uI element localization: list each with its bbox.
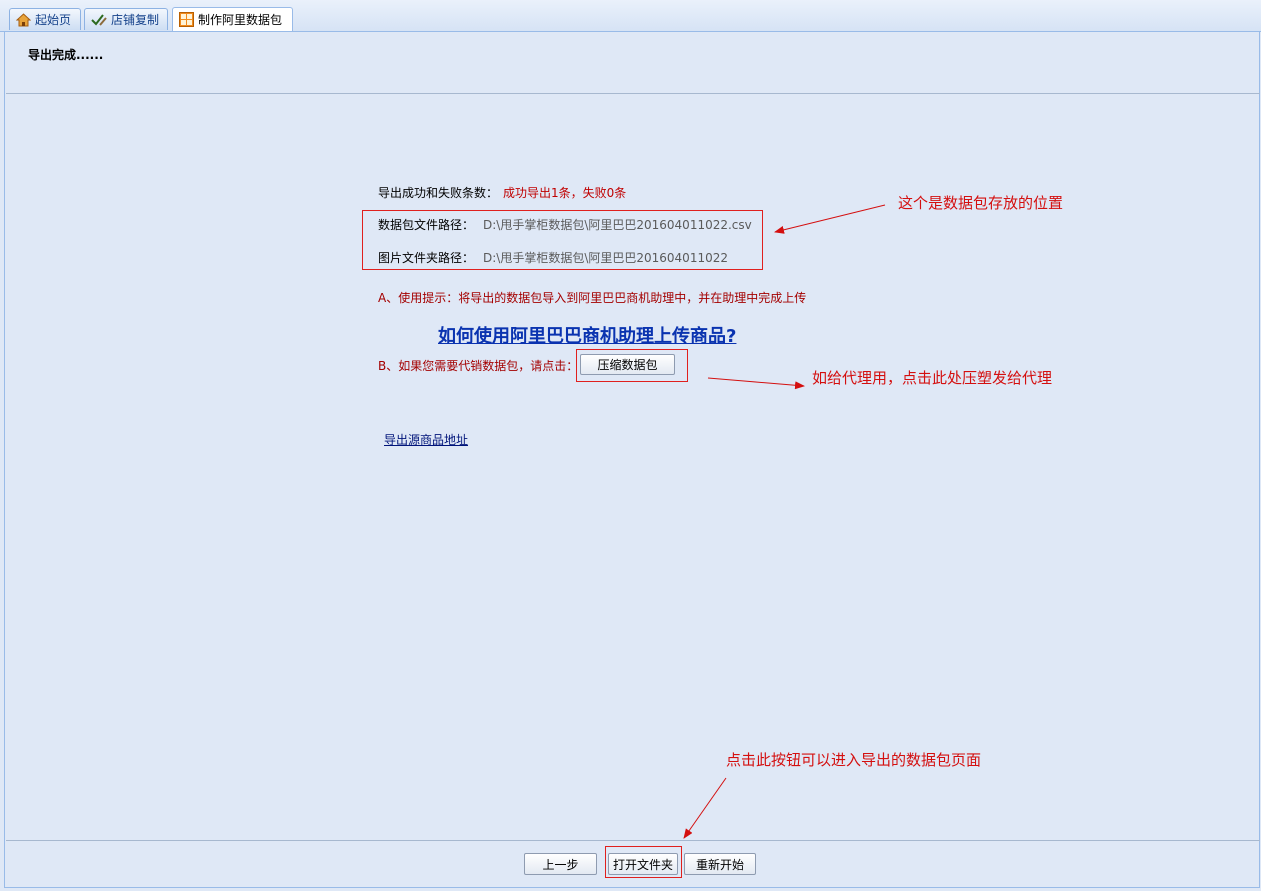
divider — [6, 840, 1260, 841]
annotation-package-location: 这个是数据包存放的位置 — [898, 194, 1064, 212]
tab-label: 起始页 — [35, 13, 72, 27]
prev-step-button[interactable]: 上一步 — [524, 853, 597, 875]
tab-make-ali-package[interactable]: 制作阿里数据包 — [172, 7, 293, 31]
hint-b: B、如果您需要代销数据包，请点击： — [378, 359, 579, 373]
package-path-value: D:\甩手掌柜数据包\阿里巴巴201604011022.csv — [483, 218, 752, 232]
checkmark-pencil-icon — [91, 13, 107, 27]
divider — [6, 93, 1260, 94]
annotation-open-folder: 点击此按钮可以进入导出的数据包页面 — [726, 751, 982, 769]
package-icon — [179, 12, 194, 27]
count-label: 导出成功和失败条数： — [378, 186, 499, 200]
annotation-box-open-folder — [605, 846, 682, 878]
image-folder-label: 图片文件夹路径： — [378, 251, 475, 265]
count-value: 成功导出1条，失败0条 — [503, 186, 627, 200]
annotation-box-compress — [576, 349, 688, 382]
page-title: 导出完成...... — [28, 48, 104, 62]
annotation-box-paths — [362, 210, 763, 270]
restart-button[interactable]: 重新开始 — [684, 853, 756, 875]
help-link[interactable]: 如何使用阿里巴巴商机助理上传商品? — [438, 326, 737, 347]
hint-a: A、使用提示：将导出的数据包导入到阿里巴巴商机助理中，并在助理中完成上传 — [378, 291, 807, 305]
tab-bar: 起始页 店铺复制 制作阿里数据包 — [0, 0, 1261, 32]
export-source-link[interactable]: 导出源商品地址 — [384, 433, 469, 447]
tab-start-page[interactable]: 起始页 — [9, 8, 81, 30]
tab-shop-copy[interactable]: 店铺复制 — [84, 8, 168, 30]
home-icon — [16, 12, 31, 27]
compress-package-button[interactable]: 压缩数据包 — [580, 354, 675, 375]
package-path-label: 数据包文件路径： — [378, 218, 475, 232]
tab-label: 店铺复制 — [111, 13, 160, 27]
content-panel — [4, 32, 1260, 888]
tab-label: 制作阿里数据包 — [198, 13, 283, 27]
annotation-agent-compress: 如给代理用，点击此处压塑发给代理 — [812, 369, 1053, 387]
open-folder-button[interactable]: 打开文件夹 — [608, 853, 678, 875]
image-folder-value: D:\甩手掌柜数据包\阿里巴巴201604011022 — [483, 251, 728, 265]
